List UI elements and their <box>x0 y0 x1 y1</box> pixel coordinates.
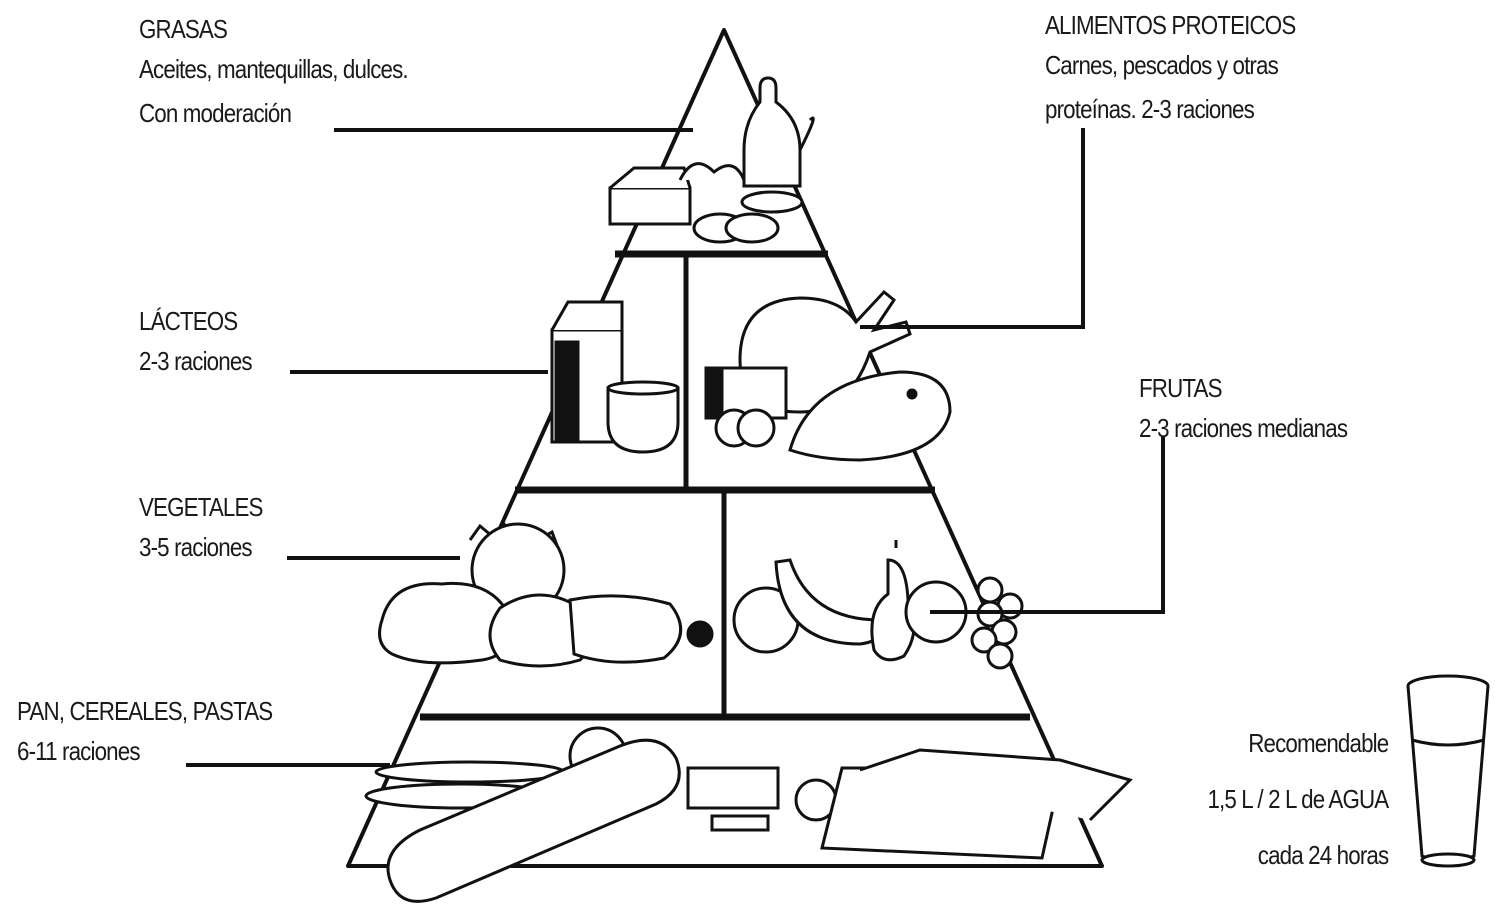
agua-recommend: Recomendable <box>1207 730 1388 756</box>
label-pan: PAN, CEREALES, PASTAS 6-11 raciones <box>17 698 272 764</box>
frutas-portion: 2-3 raciones medianas <box>1139 415 1347 441</box>
lacteos-foods-icon <box>552 302 678 452</box>
leader-line-proteicos <box>860 128 1083 327</box>
label-proteicos: ALIMENTOS PROTEICOS Carnes, pescados y o… <box>1045 12 1295 122</box>
proteicos-title: ALIMENTOS PROTEICOS <box>1045 12 1295 38</box>
proteicos-foods-icon <box>706 292 950 460</box>
pan-foods-icon <box>366 728 1130 901</box>
agua-amount: 1,5 L / 2 L de AGUA <box>1207 786 1388 812</box>
lacteos-portion: 2-3 raciones <box>139 348 252 374</box>
pan-portion: 6-11 raciones <box>17 738 272 764</box>
grasas-desc: Aceites, mantequillas, dulces. <box>139 56 408 82</box>
water-glass-icon <box>1408 676 1488 866</box>
pan-title: PAN, CEREALES, PASTAS <box>17 698 272 724</box>
label-frutas: FRUTAS 2-3 raciones medianas <box>1139 375 1347 441</box>
frutas-foods-icon <box>734 540 1022 668</box>
label-vegetales: VEGETALES 3-5 raciones <box>139 494 263 560</box>
label-grasas: GRASAS Aceites, mantequillas, dulces. Co… <box>139 16 408 126</box>
lacteos-title: LÁCTEOS <box>139 308 252 334</box>
frutas-title: FRUTAS <box>1139 375 1347 401</box>
vegetales-portion: 3-5 raciones <box>139 534 263 560</box>
label-lacteos: LÁCTEOS 2-3 raciones <box>139 308 252 374</box>
pyramid-outline <box>348 30 1102 866</box>
leader-line-frutas <box>930 436 1163 612</box>
agua-frequency: cada 24 horas <box>1207 842 1388 868</box>
proteicos-portion: proteínas. 2-3 raciones <box>1045 96 1295 122</box>
grasas-title: GRASAS <box>139 16 408 42</box>
grasas-foods-icon <box>610 78 813 242</box>
label-agua: Recomendable 1,5 L / 2 L de AGUA cada 24… <box>1207 730 1388 868</box>
proteicos-desc: Carnes, pescados y otras <box>1045 52 1295 78</box>
vegetales-title: VEGETALES <box>139 494 263 520</box>
vegetales-foods-icon <box>380 524 712 666</box>
grasas-portion: Con moderación <box>139 100 408 126</box>
